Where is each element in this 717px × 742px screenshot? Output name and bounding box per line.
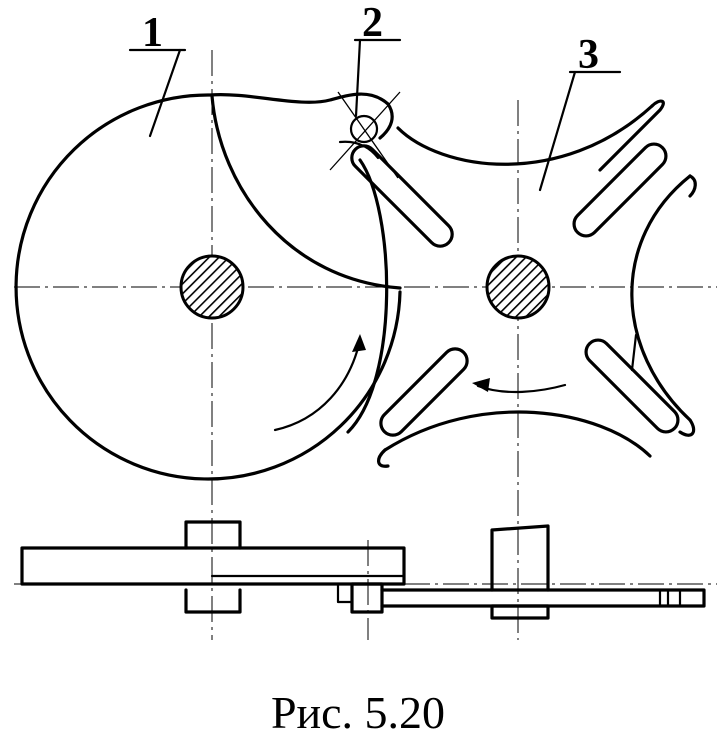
label-part-3: 3: [578, 32, 599, 78]
geneva-shaft-bottom: [490, 604, 550, 620]
label-part-1: 1: [142, 10, 163, 56]
leader-3-line: [538, 70, 577, 192]
geneva-concave-left: [346, 158, 389, 434]
slot-top-right: [572, 142, 668, 238]
slot-top-left: [350, 144, 454, 248]
leader-2-line: [354, 38, 362, 118]
geneva-concave-top: [396, 104, 654, 166]
arrow-driver-head: [352, 334, 366, 352]
geneva-arm-bottom-left: [377, 448, 390, 468]
locking-arc: [210, 94, 402, 290]
side-view: [20, 520, 706, 620]
slot-bottom-right: [584, 338, 680, 434]
pin-head: [336, 582, 354, 604]
driver-plate: [20, 546, 406, 586]
leader-1-line: [148, 48, 182, 138]
geneva-arm-right-top: [688, 174, 697, 198]
arrow-geneva-head: [472, 378, 490, 392]
arrow-geneva-rotation: [476, 383, 567, 394]
geneva-wheel: [346, 99, 697, 468]
driver-shaft-top: [184, 520, 242, 550]
center-lines: [14, 50, 717, 640]
pin-body: [350, 582, 384, 614]
geneva-concave-bottom: [383, 410, 652, 458]
shaft-section-driver: [179, 254, 245, 320]
geneva-plate: [380, 588, 706, 608]
label-part-2: 2: [362, 0, 383, 46]
slot-bottom-left: [379, 347, 469, 437]
arrow-driver-rotation: [273, 338, 362, 432]
geneva-arm-bottom-right: [678, 418, 696, 437]
driving-disk-outline: [14, 92, 402, 481]
rotation-arrows: [273, 333, 638, 432]
leaders: [128, 38, 622, 192]
drive-pin: [349, 114, 379, 144]
driver-shaft-bottom: [184, 588, 242, 614]
shaft-sections: [179, 254, 551, 320]
shaft-section-geneva: [485, 254, 551, 320]
geneva-shaft-top: [490, 524, 550, 592]
geneva-arm-top-right: [598, 99, 665, 172]
figure-caption: Рис. 5.20: [271, 687, 445, 738]
pin-circle: [349, 114, 379, 144]
arrow-right-edge: [630, 333, 638, 372]
geneva-concave-right: [630, 174, 692, 422]
